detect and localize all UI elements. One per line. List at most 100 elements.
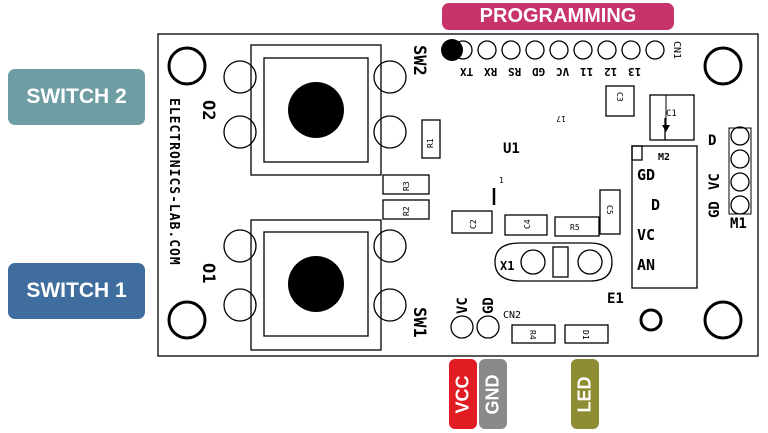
- m2-body: [631, 145, 698, 289]
- brand-label: ELECTRONICS-LAB.COM: [166, 98, 181, 266]
- x1-pad: [520, 249, 546, 275]
- c1-label: C1: [666, 109, 677, 119]
- mount-hole-small: [639, 308, 663, 332]
- c2-body: [451, 210, 493, 234]
- switch2-callout: SWITCH 2: [8, 69, 145, 125]
- c3-body: [605, 85, 635, 117]
- m2-notch: [631, 145, 643, 161]
- programming-callout: PROGRAMMING: [442, 3, 674, 30]
- r2-label: R2: [402, 206, 411, 216]
- sw2-pad: [373, 60, 407, 94]
- m1-pin-label: D: [708, 133, 716, 149]
- r1-body: [421, 119, 441, 159]
- sw2-inner: [263, 57, 369, 163]
- m1-pad: [730, 172, 750, 192]
- cn1-pin-label: 11: [580, 65, 594, 78]
- vcc-callout: VCC: [449, 359, 477, 429]
- cn1-pin-label: GD: [532, 65, 546, 78]
- r5-body: [554, 216, 600, 237]
- cn1-pad: [477, 40, 497, 60]
- sw1-pad: [223, 229, 257, 263]
- x1-crystal: [552, 246, 569, 278]
- sw2-button: [288, 82, 344, 138]
- cn1-pad: [573, 40, 593, 60]
- m2-pin-label: D: [651, 196, 660, 214]
- led-callout: LED: [571, 359, 599, 429]
- sw1-button: [288, 256, 344, 312]
- sw1-label: SW1: [409, 307, 429, 338]
- x1-pad: [577, 249, 603, 275]
- cn2-pad: [450, 315, 474, 339]
- m2-pin-label: GD: [637, 166, 655, 184]
- m1-pad: [730, 149, 750, 169]
- cn2-pad: [476, 315, 500, 339]
- c5-body: [599, 189, 621, 235]
- sw2-pad: [373, 115, 407, 149]
- m1-pad: [730, 195, 750, 215]
- r4-body: [511, 324, 556, 344]
- cn1-pin-label: TX: [460, 65, 474, 78]
- sw2-pad: [223, 60, 257, 94]
- cn1-pad: [549, 40, 569, 60]
- cn1-pad-1: [441, 39, 463, 61]
- mount-hole-tl: [167, 46, 207, 86]
- sw2-pad: [223, 115, 257, 149]
- x1-label: X1: [500, 259, 514, 273]
- r5-label: R5: [570, 223, 580, 232]
- cn1-pin-label: RS: [508, 65, 521, 78]
- cn1-pin-label: RX: [484, 65, 498, 78]
- board-outline: [157, 33, 759, 357]
- cn2-label: CN2: [503, 310, 521, 321]
- cn1-pin-label: 13: [628, 65, 641, 78]
- r4-label: R4: [528, 330, 537, 340]
- cn1-pad: [597, 40, 617, 60]
- x1-body: [494, 242, 613, 282]
- r2-body: [382, 199, 430, 220]
- m1-pin-label: VC: [707, 173, 723, 190]
- m2-pin-label: AN: [637, 256, 655, 274]
- e1-label: E1: [607, 291, 624, 307]
- u1-pin17-label: 17: [556, 114, 566, 123]
- r3-body: [382, 174, 430, 195]
- mount-hole-br: [703, 300, 743, 340]
- cn2-pin-label: VC: [455, 297, 471, 314]
- sw1-pad: [373, 288, 407, 322]
- o1-label: O1: [198, 263, 218, 283]
- m1-outline: [728, 127, 752, 215]
- gnd-callout: GND: [479, 359, 507, 429]
- cn1-pad: [621, 40, 641, 60]
- r3-label: R3: [402, 181, 411, 191]
- c4-body: [504, 214, 548, 236]
- m1-pad: [730, 126, 750, 146]
- c2-label: C2: [469, 219, 478, 229]
- d1-body: [564, 324, 609, 344]
- cn1-pad: [645, 40, 665, 60]
- sw1-inner: [263, 231, 369, 337]
- m2-label: M2: [658, 152, 670, 163]
- o2-label: O2: [198, 100, 218, 120]
- c4-label: C4: [523, 219, 532, 229]
- d1-label: D1: [581, 330, 590, 340]
- sw2-body: [250, 44, 382, 176]
- r1-label: R1: [426, 138, 435, 148]
- cn1-pad: [525, 40, 545, 60]
- switch1-callout: SWITCH 1: [8, 263, 145, 319]
- cn1-pin-label: 12: [604, 65, 617, 78]
- sw1-body: [250, 219, 382, 351]
- cn2-pin-label: GD: [481, 297, 497, 314]
- u1-label: U1: [503, 141, 520, 157]
- sw1-pad: [223, 288, 257, 322]
- m1-pin-label: GD: [707, 201, 723, 218]
- cn1-pad: [501, 40, 521, 60]
- sw2-label: SW2: [409, 45, 429, 76]
- mount-hole-bl: [167, 300, 207, 340]
- c3-label: C3: [615, 92, 624, 102]
- c1-body: [649, 94, 695, 141]
- u1-pin1-label: 1: [499, 176, 504, 185]
- m1-label: M1: [730, 216, 747, 232]
- cn1-pin-label: VC: [556, 65, 569, 78]
- m2-pin-label: VC: [637, 226, 655, 244]
- mount-hole-tr: [703, 46, 743, 86]
- sw1-pad: [373, 229, 407, 263]
